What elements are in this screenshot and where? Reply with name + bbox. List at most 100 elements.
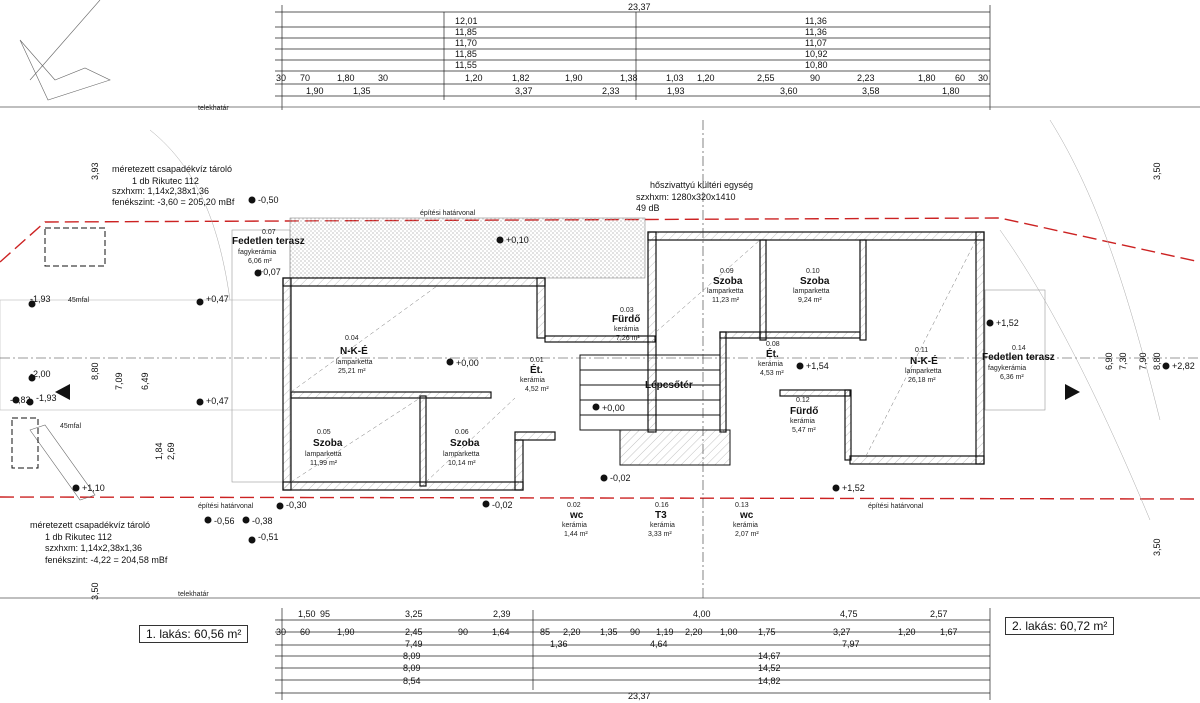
room-0-09: 0.09 Szoba lamparketta 11,23 m² bbox=[707, 268, 744, 304]
level-marker: -0,56 bbox=[204, 516, 235, 526]
top-row6: 30 70 1,80 30 1,20 1,82 1,90 1,38 1,03 1… bbox=[276, 73, 988, 83]
level-marker: -0,02 bbox=[482, 500, 513, 510]
svg-text:3,37: 3,37 bbox=[515, 86, 533, 96]
svg-text:14,67: 14,67 bbox=[758, 651, 781, 661]
svg-text:0.04: 0.04 bbox=[345, 335, 359, 342]
svg-text:Lépcsőtér: Lépcsőtér bbox=[645, 380, 693, 391]
level-marker: +0,47 bbox=[196, 294, 229, 306]
svg-text:6,36 m²: 6,36 m² bbox=[1000, 374, 1024, 381]
room-0-05: 0.05 Szoba lamparketta 11,99 m² bbox=[305, 429, 343, 467]
level-marker: -0,50 bbox=[248, 195, 279, 205]
svg-text:3,93: 3,93 bbox=[90, 162, 100, 180]
left-vertical-dims: 3,93 3,50 8,80 7,09 6,49 1,84 2,69 bbox=[90, 162, 176, 600]
svg-text:8,80: 8,80 bbox=[90, 362, 100, 380]
svg-text:N-K-É: N-K-É bbox=[910, 354, 938, 367]
svg-text:3,33 m²: 3,33 m² bbox=[648, 531, 672, 538]
svg-text:0.02: 0.02 bbox=[567, 502, 581, 509]
svg-text:2,57: 2,57 bbox=[930, 609, 948, 619]
svg-text:lamparketta: lamparketta bbox=[305, 451, 342, 458]
svg-text:lamparketta: lamparketta bbox=[793, 288, 830, 295]
svg-text:0.05: 0.05 bbox=[317, 429, 331, 436]
svg-text:1,93: 1,93 bbox=[667, 86, 685, 96]
svg-text:60: 60 bbox=[955, 73, 965, 83]
bottom-row4: 8,09 14,67 bbox=[403, 651, 781, 661]
svg-text:0.11: 0.11 bbox=[915, 347, 928, 354]
svg-text:3,50: 3,50 bbox=[90, 582, 100, 600]
svg-text:Ét.: Ét. bbox=[766, 347, 779, 360]
level-marker: +1,52 bbox=[986, 318, 1019, 328]
svg-text:0.06: 0.06 bbox=[455, 429, 469, 436]
svg-text:Ét.: Ét. bbox=[530, 363, 543, 376]
svg-text:3,50: 3,50 bbox=[1152, 538, 1162, 556]
building-line-bottom-left-label: építési határvonal bbox=[198, 503, 254, 510]
level-marker: +1,10 bbox=[72, 483, 105, 493]
room-0-08: 0.08 Ét. kerámia 4,53 m² bbox=[758, 341, 784, 377]
top-r3-a: 11,70 bbox=[455, 38, 477, 48]
svg-text:90: 90 bbox=[810, 73, 820, 83]
svg-text:kerámia: kerámia bbox=[758, 361, 783, 368]
top-r1-b: 11,36 bbox=[805, 16, 827, 26]
svg-text:méretezett csapadékvíz tároló: méretezett csapadékvíz tároló bbox=[112, 164, 232, 174]
level-marker: -0,38 bbox=[242, 516, 273, 526]
room-0-12: 0.12 Fürdő kerámia 5,47 m² bbox=[790, 397, 818, 434]
top-r1-a: 12,01 bbox=[455, 16, 478, 26]
svg-text:1,75: 1,75 bbox=[758, 627, 776, 637]
svg-text:0.09: 0.09 bbox=[720, 268, 734, 275]
svg-text:kerámia: kerámia bbox=[520, 377, 545, 384]
svg-text:Fürdő: Fürdő bbox=[790, 406, 818, 417]
level-marker: -1,93 bbox=[26, 393, 57, 406]
svg-text:1,03: 1,03 bbox=[666, 73, 684, 83]
svg-text:+0,07: +0,07 bbox=[258, 267, 281, 277]
svg-text:0.16: 0.16 bbox=[655, 502, 669, 509]
unit-1-area-label: 1. lakás: 60,56 m² bbox=[139, 625, 249, 643]
top-r5-b: 10,80 bbox=[805, 60, 828, 70]
svg-text:1,80: 1,80 bbox=[337, 73, 355, 83]
svg-text:90: 90 bbox=[630, 627, 640, 637]
svg-text:-0,56: -0,56 bbox=[214, 516, 235, 526]
svg-text:szxhxm: 1,14x2,38x1,36: szxhxm: 1,14x2,38x1,36 bbox=[112, 186, 209, 196]
level-marker: -0,30 bbox=[276, 500, 307, 510]
svg-text:lamparketta: lamparketta bbox=[443, 451, 480, 458]
svg-text:1,19: 1,19 bbox=[656, 627, 674, 637]
svg-text:1,35: 1,35 bbox=[600, 627, 618, 637]
svg-text:5,47 m²: 5,47 m² bbox=[792, 427, 816, 434]
svg-text:+0,47: +0,47 bbox=[206, 396, 229, 406]
svg-text:8,09: 8,09 bbox=[403, 651, 421, 661]
svg-text:4,75: 4,75 bbox=[840, 609, 858, 619]
svg-text:-0,38: -0,38 bbox=[252, 516, 273, 526]
svg-text:szxhxm: 1,14x2,38x1,36: szxhxm: 1,14x2,38x1,36 bbox=[45, 543, 142, 553]
svg-text:1,84: 1,84 bbox=[154, 442, 164, 460]
svg-text:Szoba: Szoba bbox=[450, 438, 480, 449]
svg-text:1,00: 1,00 bbox=[720, 627, 738, 637]
svg-text:85: 85 bbox=[540, 627, 550, 637]
svg-text:Szoba: Szoba bbox=[313, 438, 343, 449]
svg-text:+2,82: +2,82 bbox=[1172, 361, 1195, 371]
svg-text:8,09: 8,09 bbox=[403, 663, 421, 673]
svg-text:-0,30: -0,30 bbox=[286, 500, 307, 510]
level-marker: +0,00 bbox=[592, 403, 625, 413]
top-r2-b: 11,36 bbox=[805, 27, 827, 37]
svg-text:3,50: 3,50 bbox=[1152, 162, 1162, 180]
room-0-06: 0.06 Szoba lamparketta 10,14 m² bbox=[443, 429, 480, 467]
svg-text:4,52 m²: 4,52 m² bbox=[525, 386, 549, 393]
svg-text:1,20: 1,20 bbox=[898, 627, 916, 637]
svg-text:3,27: 3,27 bbox=[833, 627, 851, 637]
svg-text:2,20: 2,20 bbox=[685, 627, 703, 637]
svg-text:1,20: 1,20 bbox=[697, 73, 715, 83]
svg-text:-2,00: -2,00 bbox=[30, 369, 51, 379]
svg-text:-1,93: -1,93 bbox=[30, 294, 51, 304]
level-marker: +1,52 bbox=[832, 483, 865, 493]
svg-text:kerámia: kerámia bbox=[733, 522, 758, 529]
svg-text:Szoba: Szoba bbox=[800, 276, 830, 287]
svg-text:30: 30 bbox=[276, 627, 286, 637]
level-marker: -1,93 bbox=[28, 294, 51, 308]
level-marker: +0,47 bbox=[196, 396, 229, 406]
svg-text:méretezett csapadékvíz tároló: méretezett csapadékvíz tároló bbox=[30, 520, 150, 530]
svg-text:14,52: 14,52 bbox=[758, 663, 781, 673]
svg-text:+1,54: +1,54 bbox=[806, 361, 829, 371]
svg-text:1,36: 1,36 bbox=[550, 639, 568, 649]
svg-text:2,07 m²: 2,07 m² bbox=[735, 531, 759, 538]
svg-text:4,53 m²: 4,53 m² bbox=[760, 370, 784, 377]
bottom-row5: 8,09 14,52 bbox=[403, 663, 781, 673]
svg-text:2,45: 2,45 bbox=[405, 627, 423, 637]
